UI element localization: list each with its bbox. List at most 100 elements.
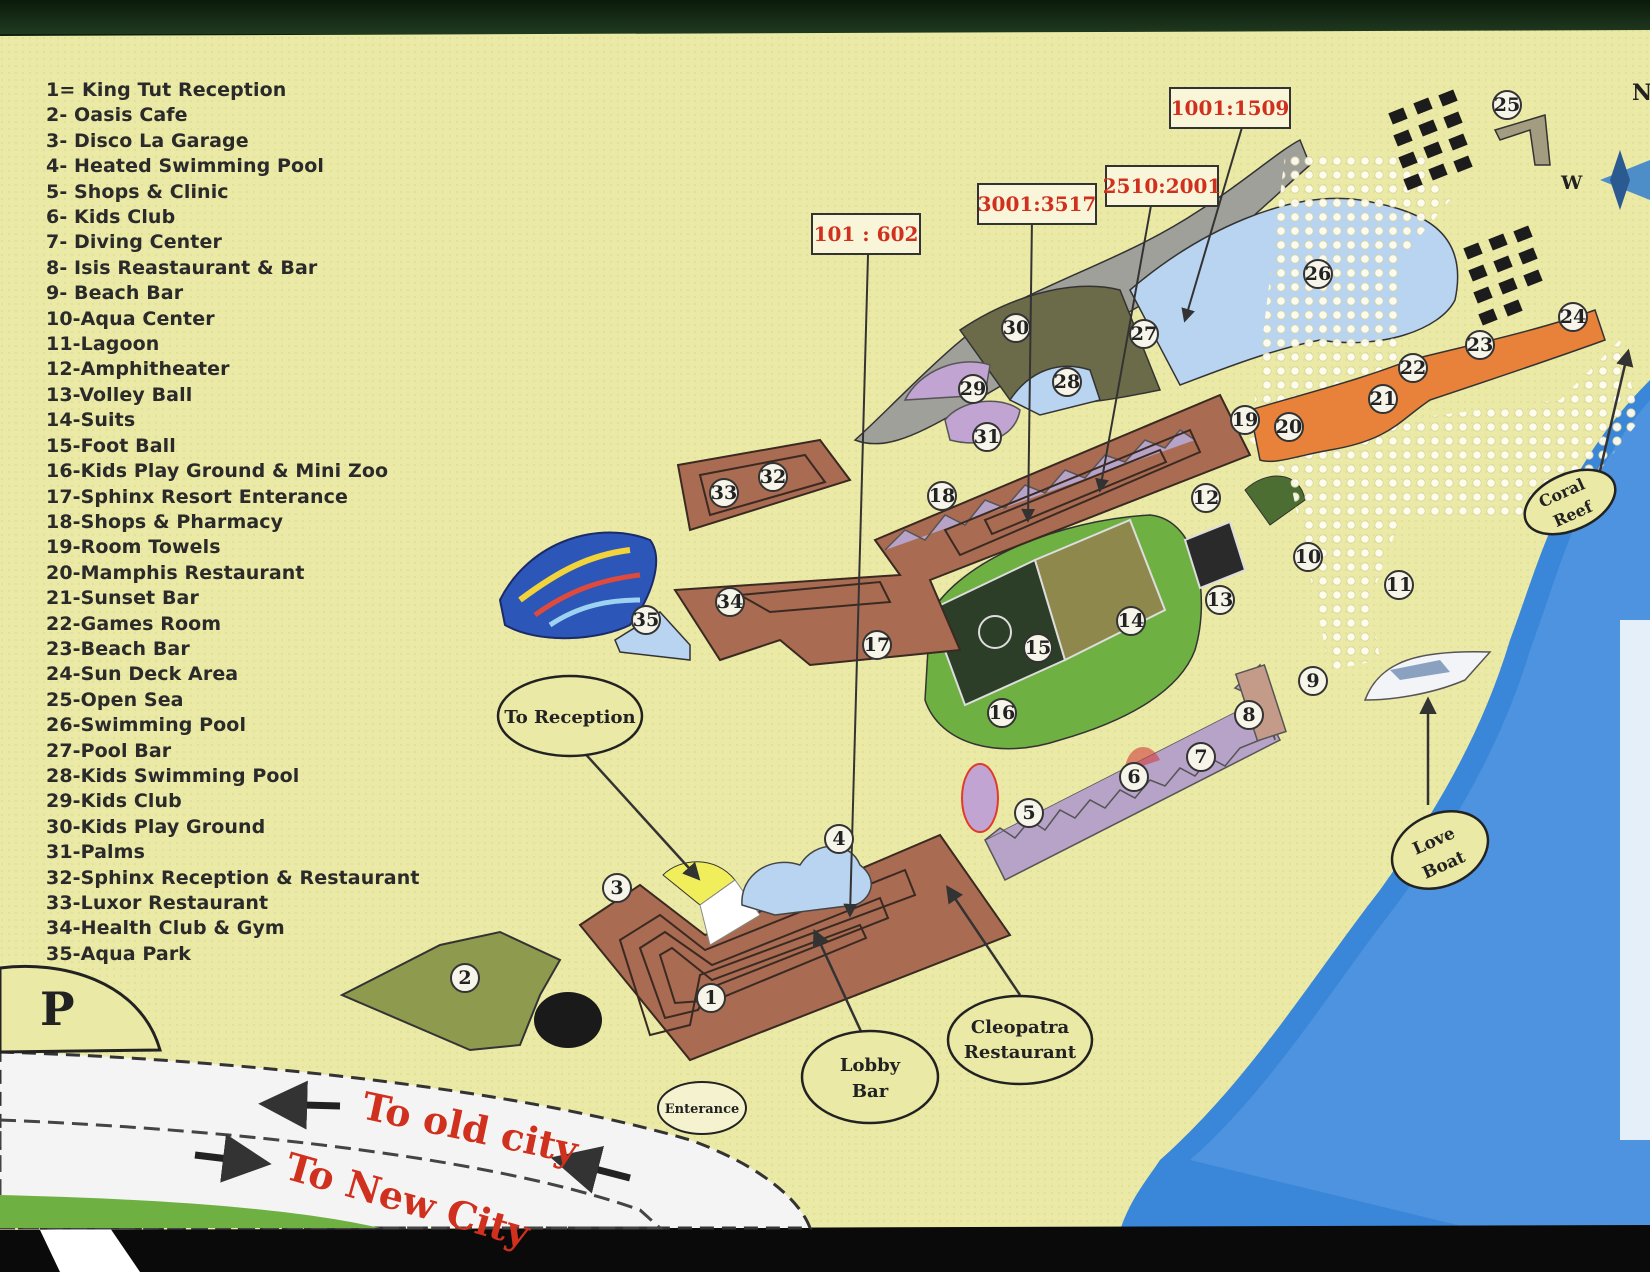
legend-item: 20-Mamphis Restaurant (46, 561, 305, 584)
marker-number: 29 (960, 378, 986, 400)
marker-17: 17 (862, 630, 892, 660)
love-boat-icon (1363, 651, 1492, 701)
marker-27: 27 (1129, 319, 1159, 349)
marker-number: 2 (458, 967, 471, 989)
marker-number: 12 (1193, 487, 1219, 509)
marker-circle (1052, 367, 1082, 397)
marker-circle (1119, 762, 1149, 792)
road-verge (0, 1195, 380, 1228)
marker-26: 26 (1303, 259, 1333, 289)
marker-circle (1205, 585, 1235, 615)
restaurant-outline (698, 453, 827, 517)
marker-number: 13 (1207, 589, 1233, 611)
room-range-box-2 (977, 183, 1097, 225)
legend-item: 8- Isis Reastaurant & Bar (46, 256, 318, 279)
legend-item: 34-Health Club & Gym (46, 917, 285, 940)
legend-item: 22-Games Room (46, 612, 222, 635)
marker-11: 11 (1384, 570, 1414, 600)
room-range-1001-1509: 1001:1509 (1171, 96, 1290, 120)
legend-item: 26-Swimming Pool (46, 714, 247, 737)
marker-5: 5 (1014, 798, 1044, 828)
health-club-outline (736, 580, 892, 614)
marker-14: 14 (1116, 606, 1146, 636)
marker-circle (1014, 798, 1044, 828)
shops-oval (961, 763, 999, 833)
upper-building-outline (943, 428, 1202, 557)
marker-circle (1191, 483, 1221, 513)
legend-item: 4- Heated Swimming Pool (46, 155, 324, 178)
oasis-cafe-area (339, 930, 562, 1052)
room-range-3001-3517: 3001:3517 (978, 192, 1097, 216)
slide-blue (548, 597, 641, 628)
marker-number: 8 (1242, 704, 1255, 726)
marker-number: 10 (1295, 546, 1321, 568)
marker-number: 31 (974, 426, 1000, 448)
road (0, 1050, 813, 1230)
marker-circle (1298, 666, 1328, 696)
callout-lobby-bar-line2: Bar (852, 1081, 889, 1102)
marker-circle (1129, 319, 1159, 349)
marker-number: 6 (1127, 766, 1140, 788)
marker-circle (1492, 90, 1522, 120)
marker-circle (1023, 633, 1053, 663)
marker-number: 15 (1025, 637, 1051, 659)
marker-number: 9 (1306, 670, 1319, 692)
legend-item: 17-Sphinx Resort Enterance (46, 485, 348, 508)
marker-1: 1 (696, 983, 726, 1013)
leader-rooms-3001-3517 (1021, 217, 1036, 523)
marker-13: 13 (1205, 585, 1235, 615)
upper-building-outline-2 (983, 448, 1168, 536)
leader-rooms-2510-2001 (1095, 199, 1153, 493)
sea-edge-sign (1620, 620, 1650, 1140)
callout-love-boat (1390, 810, 1490, 890)
marker-number: 26 (1305, 263, 1331, 285)
marker-19: 19 (1230, 405, 1260, 435)
marker-circle (602, 873, 632, 903)
marker-25: 25 (1492, 90, 1522, 120)
legend-item: 16-Kids Play Ground & Mini Zoo (46, 460, 389, 483)
marker-number: 14 (1118, 610, 1144, 632)
legend-item: 23-Beach Bar (46, 637, 190, 660)
arrow-old-city-left (258, 1080, 341, 1130)
marker-circle (709, 478, 739, 508)
marker-32: 32 (758, 462, 788, 492)
open-sea-pier (1493, 114, 1551, 166)
legend-item: 25-Open Sea (46, 688, 184, 711)
marker-circle (631, 605, 661, 635)
parking-area (0, 964, 162, 1054)
legend-item: 3- Disco La Garage (46, 129, 249, 152)
compass-west: W (1560, 172, 1583, 194)
marker-15: 15 (1023, 633, 1053, 663)
legend-item: 13-Volley Ball (46, 383, 193, 406)
arrow-new-city (194, 1134, 272, 1183)
marker-9: 9 (1298, 666, 1328, 696)
marker-6: 6 (1119, 762, 1149, 792)
compass-north: N (1632, 80, 1650, 106)
slide-yellow (518, 547, 631, 603)
legend-item: 2- Oasis Cafe (46, 104, 188, 127)
marker-circle (1558, 302, 1588, 332)
marker-number: 25 (1494, 94, 1520, 116)
callout-cleopatra (946, 994, 1094, 1086)
legend-item: 24-Sun Deck Area (46, 663, 239, 686)
marker-number: 11 (1386, 574, 1412, 596)
marker-23: 23 (1465, 330, 1495, 360)
marker-number: 21 (1370, 388, 1396, 410)
marker-circle (1368, 384, 1398, 414)
marker-20: 20 (1274, 412, 1304, 442)
legend-item: 31-Palms (46, 841, 145, 864)
legend-item: 32-Sphinx Reception & Restaurant (46, 866, 420, 889)
marker-number: 19 (1232, 409, 1258, 431)
room-range-box-1 (811, 213, 921, 255)
marker-7: 7 (1186, 742, 1216, 772)
marker-35: 35 (631, 605, 661, 635)
marker-2: 2 (450, 963, 480, 993)
marker-34: 34 (715, 587, 745, 617)
leader-rooms-1001-1509 (1181, 123, 1244, 323)
boat-cabin (1390, 660, 1450, 680)
legend-item: 14-Suits (46, 409, 136, 432)
legend-item: 5- Shops & Clinic (46, 180, 229, 203)
sand-walkway (1250, 150, 1640, 670)
